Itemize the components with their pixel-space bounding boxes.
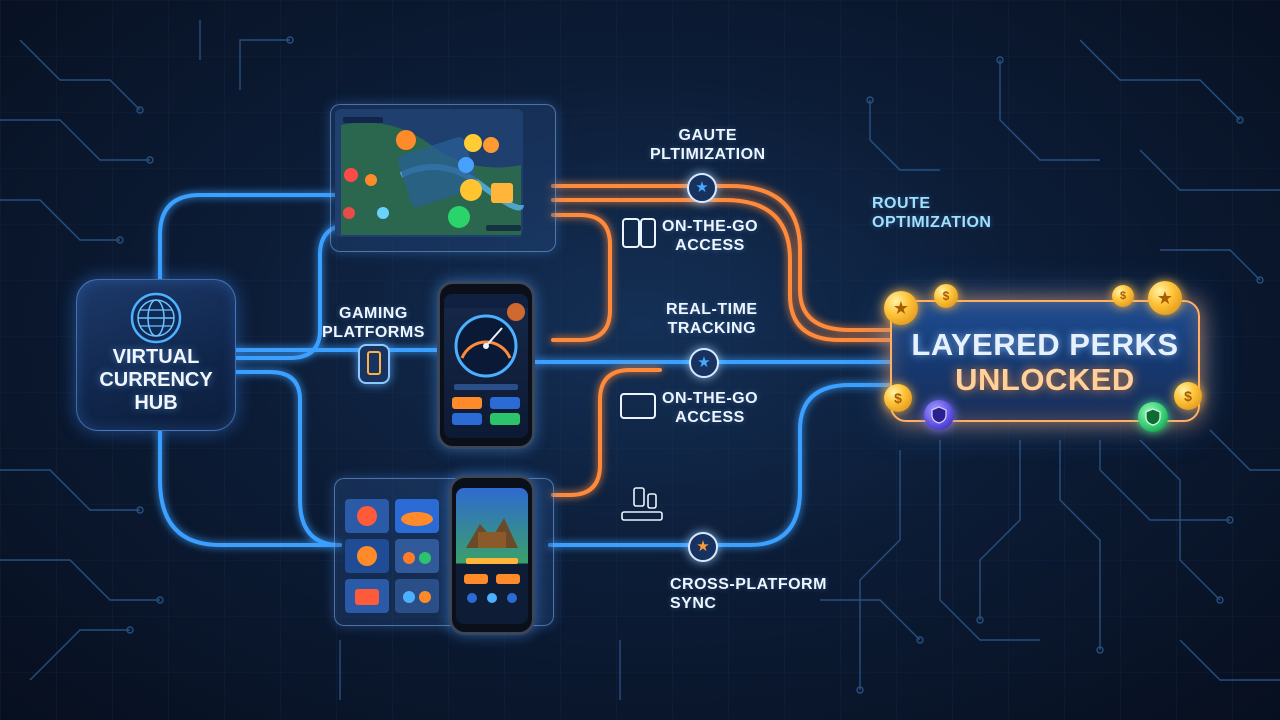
star-node-top: ★ xyxy=(687,173,717,203)
star-icon: ★ xyxy=(695,179,709,196)
phone-icon xyxy=(367,351,381,375)
game-map-screenshot xyxy=(335,109,524,237)
shield-icon xyxy=(1138,402,1168,432)
shield-icon xyxy=(924,400,954,430)
perks-title: LAYERED PERKS UNLOCKED xyxy=(892,327,1198,397)
laptop-icon xyxy=(621,487,663,521)
globe-icon xyxy=(130,292,182,344)
hub-title: VIRTUAL CURRENCY HUB xyxy=(77,346,235,415)
tracking-phone[interactable] xyxy=(437,281,535,449)
orange-flow-top xyxy=(551,184,892,332)
phone-icon xyxy=(622,218,640,248)
phone-icon xyxy=(640,218,656,248)
phone-node xyxy=(358,344,390,384)
virtual-currency-hub[interactable]: VIRTUAL CURRENCY HUB xyxy=(76,279,236,431)
hub-title-line: CURRENCY xyxy=(99,369,213,391)
game-world-screen xyxy=(464,518,520,603)
hub-title-line: HUB xyxy=(134,392,178,414)
hub-title-line: VIRTUAL xyxy=(112,346,200,368)
blue-flow-lower xyxy=(158,428,342,547)
coin-icon: $ xyxy=(1174,382,1202,410)
layered-perks-box[interactable]: LAYERED PERKS UNLOCKED xyxy=(890,300,1200,422)
perks-title-line2: UNLOCKED xyxy=(955,362,1135,397)
coin-icon: $ xyxy=(884,384,912,412)
tablet-icon xyxy=(620,393,656,419)
game-map-panel[interactable] xyxy=(330,104,556,252)
perks-title-line1: LAYERED PERKS xyxy=(911,327,1179,362)
coin-icon: $ xyxy=(934,284,958,308)
coin-icon: ★ xyxy=(884,291,918,325)
coin-icon: ★ xyxy=(1148,281,1182,315)
sync-phone[interactable] xyxy=(449,475,535,635)
blue-flow-upper xyxy=(158,193,337,282)
game-grid-screenshot xyxy=(345,499,439,613)
coin-icon: $ xyxy=(1112,285,1134,307)
speedometer-screen xyxy=(444,294,528,425)
star-node-middle: ★ xyxy=(689,348,719,378)
star-icon: ★ xyxy=(697,354,711,371)
star-node-bottom: ★ xyxy=(688,532,718,562)
star-icon: ★ xyxy=(696,538,710,555)
